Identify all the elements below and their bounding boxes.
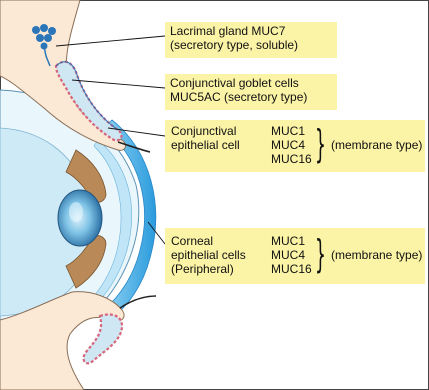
corneal-epithelial-label: Corneal epithelial cells (Peripheral) MU… (165, 228, 425, 284)
conjunctival-epithelial-name: Conjunctival epithelial cell (171, 124, 240, 152)
corneal-type-text: (membrane type) (331, 248, 422, 262)
conjunctival-epithelial-label: Conjunctival epithelial cell MUC1 MUC4 M… (165, 120, 425, 172)
conjunctival-name-line1: Conjunctival (171, 124, 240, 138)
corneal-mucin-list: MUC1 MUC4 MUC16 (271, 234, 312, 276)
conjunctival-mucin-muc16: MUC16 (271, 152, 312, 166)
conjunctival-mucin-list: MUC1 MUC4 MUC16 (271, 124, 312, 166)
goblet-cells-line2: MUC5AC (secretory type) (170, 90, 332, 104)
corneal-brace-icon: } (315, 235, 326, 273)
conjunctival-mucin-muc1: MUC1 (271, 124, 312, 138)
corneal-mucin-muc4: MUC4 (271, 248, 312, 262)
conjunctival-type: (membrane type) (331, 138, 422, 152)
lacrimal-gland-line1: Lacrimal gland MUC7 (170, 24, 332, 38)
lens-highlight (69, 202, 83, 222)
corneal-type: (membrane type) (331, 248, 422, 262)
conjunctival-name-line2: epithelial cell (171, 138, 240, 152)
lacrimal-gland-line2: (secretory type, soluble) (170, 38, 332, 52)
conjunctival-mucin-muc4: MUC4 (271, 138, 312, 152)
corneal-name-line3: (Peripheral) (171, 262, 246, 276)
conjunctival-type-text: (membrane type) (331, 138, 422, 152)
corneal-mucin-muc16: MUC16 (271, 262, 312, 276)
conjunctival-brace-icon: } (315, 125, 326, 163)
lower-conjunctival-goblet-layer (84, 314, 122, 363)
corneal-epithelial-name: Corneal epithelial cells (Peripheral) (171, 234, 246, 276)
corneal-mucin-muc1: MUC1 (271, 234, 312, 248)
corneal-name-line2: epithelial cells (171, 248, 246, 262)
lacrimal-gland-label: Lacrimal gland MUC7 (secretory type, sol… (165, 22, 337, 58)
goblet-cells-line1: Conjunctival goblet cells (170, 76, 332, 90)
corneal-name-line1: Corneal (171, 234, 246, 248)
goblet-cells-label: Conjunctival goblet cells MUC5AC (secret… (165, 74, 337, 110)
